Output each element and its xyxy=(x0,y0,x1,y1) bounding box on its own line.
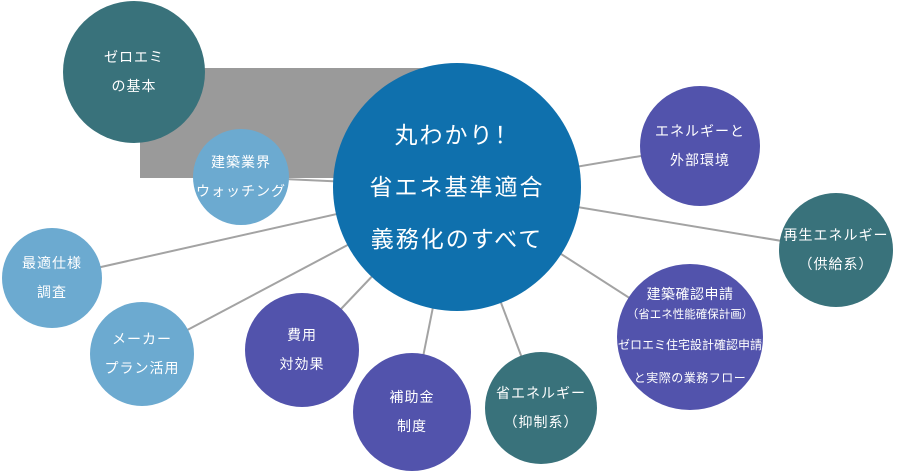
bubble-subsidy-system[interactable]: 補助金 制度 xyxy=(353,353,471,471)
bubble-renewable-energy-supply[interactable]: 再生エネルギー （供給系） xyxy=(779,193,893,307)
central-title-line: 義務化のすべて xyxy=(370,226,544,252)
bubble-label-line: 最適仕様 xyxy=(22,255,82,271)
bubble-label-line: 外部環境 xyxy=(670,152,730,168)
central-title-line: 丸わかり！ xyxy=(394,122,520,148)
bubble-label-line: ゼロエミ xyxy=(104,49,164,65)
bubble-cost-effectiveness[interactable]: 費用 対効果 xyxy=(245,293,359,407)
bubble-zero-emi-basics[interactable]: ゼロエミ の基本 xyxy=(63,1,205,143)
bubble-building-confirmation-application[interactable]: 建築確認申請 （省エネ性能確保計画） ゼロエミ住宅設計確認申請 と実際の業務フロ… xyxy=(617,264,763,410)
bubble-label-line: ウォッチング xyxy=(196,183,286,199)
bubble-label-line: 省エネルギー xyxy=(496,385,586,401)
bubble-energy-saving-restraint[interactable]: 省エネルギー （抑制系） xyxy=(485,352,597,464)
bubble-label-line: （抑制系） xyxy=(503,414,579,430)
central-title-bubble: 丸わかり！ 省エネ基準適合 義務化のすべて xyxy=(333,63,581,311)
bubble-label-line: の基本 xyxy=(111,78,157,94)
bubble-label-line: 建築業界 xyxy=(211,154,271,170)
bubble-label-line: ゼロエミ住宅設計確認申請 xyxy=(617,338,762,352)
bubble-label-line: 建築確認申請 xyxy=(646,286,734,302)
bubble-optimal-spec-research[interactable]: 最適仕様 調査 xyxy=(2,228,102,328)
bubble-label-line: プラン活用 xyxy=(104,360,180,376)
bubble-label-line: 補助金 xyxy=(389,389,435,405)
bubble-construction-industry-watching[interactable]: 建築業界 ウォッチング xyxy=(193,129,289,225)
bubble-label-line: （供給系） xyxy=(798,256,874,272)
bubble-label-line: 対効果 xyxy=(279,356,325,372)
bubble-label-line: 再生エネルギー xyxy=(783,227,889,243)
bubble-label-line: 費用 xyxy=(287,327,317,343)
bubble-label-line: メーカー xyxy=(112,331,172,347)
bubble-label-line: 制度 xyxy=(397,418,427,434)
bubble-label-line: 調査 xyxy=(37,284,67,300)
bubble-maker-plan-utilization[interactable]: メーカー プラン活用 xyxy=(90,302,194,406)
central-title-line: 省エネ基準適合 xyxy=(369,174,545,200)
bubble-label-line: エネルギーと xyxy=(655,123,745,139)
bubble-label-line: （省エネ性能確保計画） xyxy=(626,309,754,321)
bubble-label-line: と実際の業務フロー xyxy=(633,371,747,385)
bubble-energy-external-environment[interactable]: エネルギーと 外部環境 xyxy=(640,86,760,206)
